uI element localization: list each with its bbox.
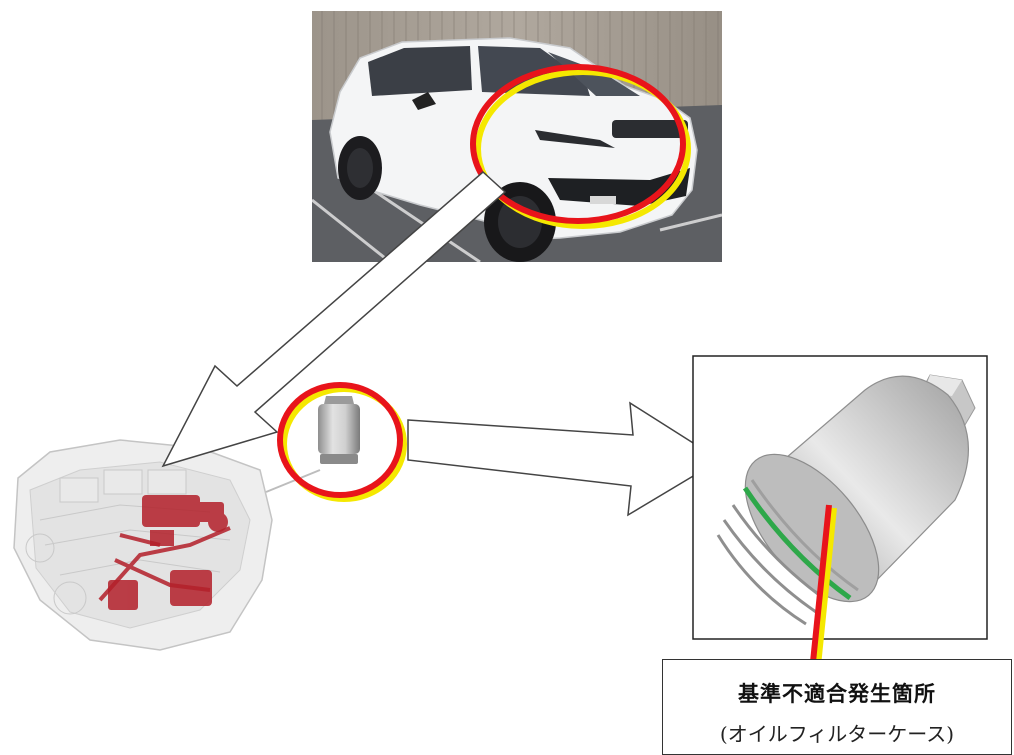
vehicle-photo: [312, 11, 722, 262]
seal-ring: [742, 486, 852, 601]
vehicle-marker-circle-red: [470, 64, 686, 224]
defect-pointer-red: [810, 504, 832, 663]
vehicle-marker-circle-yellow: [475, 69, 691, 229]
oil-filter-case-detail: [716, 374, 976, 626]
arrow-car-to-engine: [161, 170, 507, 468]
defect-part-name: (オイルフィルターケース): [719, 722, 955, 746]
defect-pointer-yellow: [815, 507, 837, 667]
defect-location-title: 基準不適合発生箇所: [738, 681, 936, 706]
small-oil-filter: [318, 396, 360, 464]
defect-location-label: 基準不適合発生箇所 (オイルフィルターケース): [662, 659, 1012, 755]
filter-marker-circle-yellow: [281, 386, 407, 502]
filter-marker-circle-red: [277, 382, 403, 498]
arrow-filter-to-detail: [407, 401, 722, 517]
engine-illustration: [13, 439, 321, 651]
